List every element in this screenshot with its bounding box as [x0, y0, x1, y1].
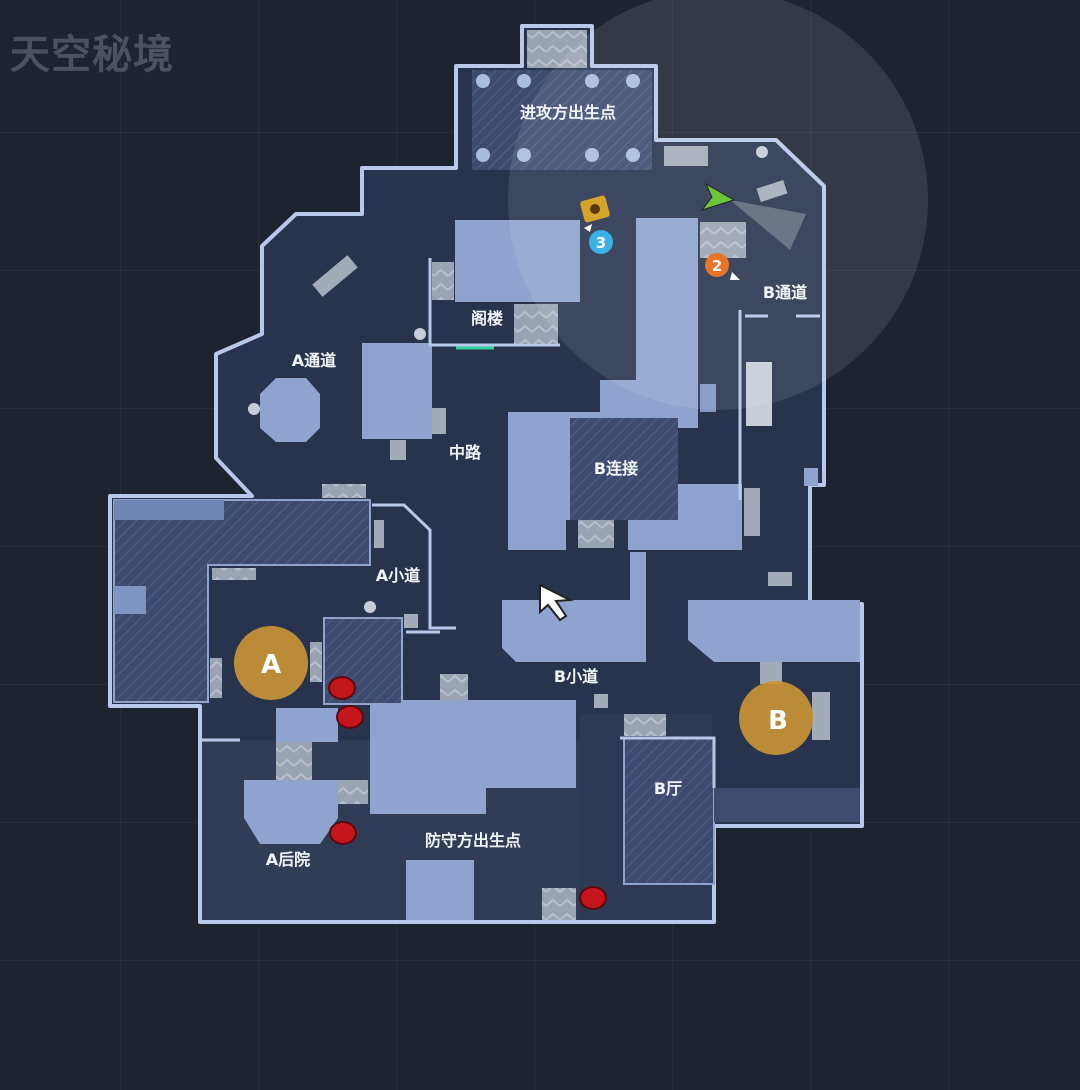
label-b-alley: B小道	[554, 667, 598, 686]
attacker-spawn-zone	[472, 70, 652, 170]
label-attic: 阁楼	[471, 309, 503, 328]
a-site-upper-block	[113, 499, 371, 703]
label-b-passage: B通道	[763, 283, 807, 302]
site-a-marker[interactable]: A	[234, 626, 308, 700]
interior-walls	[202, 258, 820, 788]
label-mid: 中路	[449, 443, 482, 462]
svg-text:3: 3	[596, 234, 606, 252]
b-site-ledge	[714, 788, 860, 822]
label-a-alley: A小道	[376, 566, 420, 585]
chevron-doors	[210, 222, 746, 920]
label-attacker-spawn: 进攻方出生点	[520, 103, 616, 122]
player-icon	[700, 182, 736, 211]
enemy-markers	[328, 676, 607, 910]
site-b-marker[interactable]: B	[739, 681, 813, 755]
label-defender-spawn: 防守方出生点	[425, 831, 521, 850]
marker-3[interactable]: 3	[584, 224, 613, 254]
spawn-door	[527, 30, 587, 68]
spawn-lights	[476, 74, 640, 162]
site-a-label: A	[261, 650, 281, 680]
b-hall-room	[623, 737, 715, 885]
bomb-icon	[580, 195, 610, 223]
a-ledge	[114, 500, 224, 520]
label-b-link: B连接	[594, 459, 638, 478]
label-b-hall: B厅	[654, 779, 682, 798]
cover-boxes	[312, 146, 830, 740]
svg-text:2: 2	[712, 257, 722, 275]
b-link-room	[570, 418, 678, 520]
view-cone	[730, 200, 806, 250]
round-props	[248, 146, 768, 613]
map-title: 天空秘境	[10, 32, 174, 78]
marker-2[interactable]: 2	[705, 253, 740, 280]
a-box	[114, 586, 146, 614]
label-a-passage: A通道	[292, 351, 336, 370]
label-a-backyard: A后院	[266, 850, 310, 869]
site-b-label: B	[768, 706, 788, 736]
cursor-icon	[539, 583, 574, 622]
